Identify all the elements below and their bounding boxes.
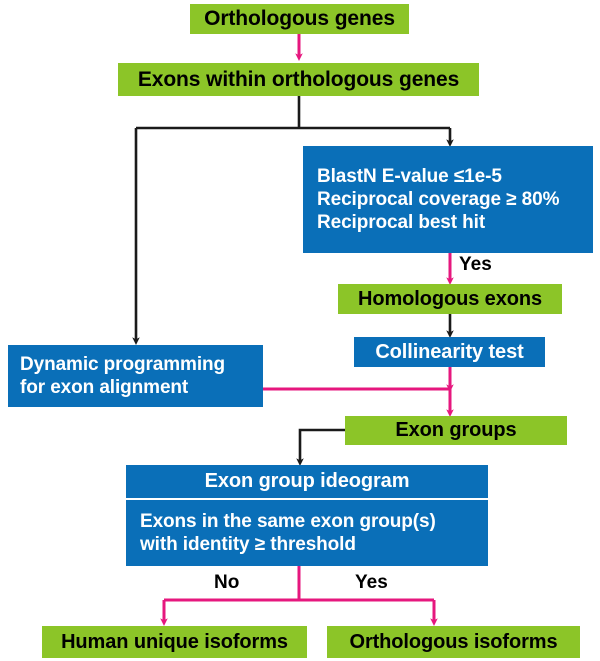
node-homologous-exons-label: Homologous exons <box>358 287 542 310</box>
node-collinearity-test-label: Collinearity test <box>375 340 524 363</box>
identity-threshold-line-2: with identity ≥ threshold <box>140 534 356 555</box>
edge-label-threshold-yes: Yes <box>355 572 388 593</box>
node-exons-within-orthologous-genes[interactable]: Exons within orthologous genes <box>118 63 479 96</box>
node-human-unique-isoforms-label: Human unique isoforms <box>61 630 288 653</box>
node-orthologous-isoforms-label: Orthologous isoforms <box>349 630 558 653</box>
blastn-criteria-line-1: BlastN E-value ≤1e-5 <box>317 165 502 187</box>
blastn-criteria-line-2: Reciprocal coverage ≥ 80% <box>317 188 560 210</box>
ideogram-divider <box>126 498 488 500</box>
edge-label-blastn-yes: Yes <box>459 254 492 275</box>
node-collinearity-test[interactable]: Collinearity test <box>354 337 545 367</box>
node-dynamic-programming[interactable]: Dynamic programming for exon alignment <box>8 345 263 407</box>
node-exon-groups[interactable]: Exon groups <box>345 416 567 445</box>
node-blastn-criteria[interactable]: BlastN E-value ≤1e-5 Reciprocal coverage… <box>303 146 593 253</box>
node-exon-groups-label: Exon groups <box>395 419 517 442</box>
node-exon-group-ideogram-label: Exon group ideogram <box>204 470 410 493</box>
node-orthologous-isoforms[interactable]: Orthologous isoforms <box>327 626 580 658</box>
node-orthologous-genes[interactable]: Orthologous genes <box>190 4 409 34</box>
edge-label-threshold-no: No <box>214 572 240 593</box>
node-exons-within-label: Exons within orthologous genes <box>137 67 460 91</box>
edge-exongroups-to-ideogram <box>296 428 345 467</box>
blastn-criteria-line-3: Reciprocal best hit <box>317 212 486 234</box>
dynamic-programming-line-2: for exon alignment <box>20 377 189 398</box>
node-identity-threshold[interactable]: Exons in the same exon group(s) with ide… <box>126 500 488 566</box>
dynamic-programming-line-1: Dynamic programming <box>20 353 226 375</box>
node-homologous-exons[interactable]: Homologous exons <box>338 284 562 314</box>
node-orthologous-genes-label: Orthologous genes <box>204 7 395 31</box>
identity-threshold-line-1: Exons in the same exon group(s) <box>140 510 436 532</box>
node-exon-group-ideogram[interactable]: Exon group ideogram <box>126 465 488 498</box>
node-human-unique-isoforms[interactable]: Human unique isoforms <box>42 626 307 658</box>
